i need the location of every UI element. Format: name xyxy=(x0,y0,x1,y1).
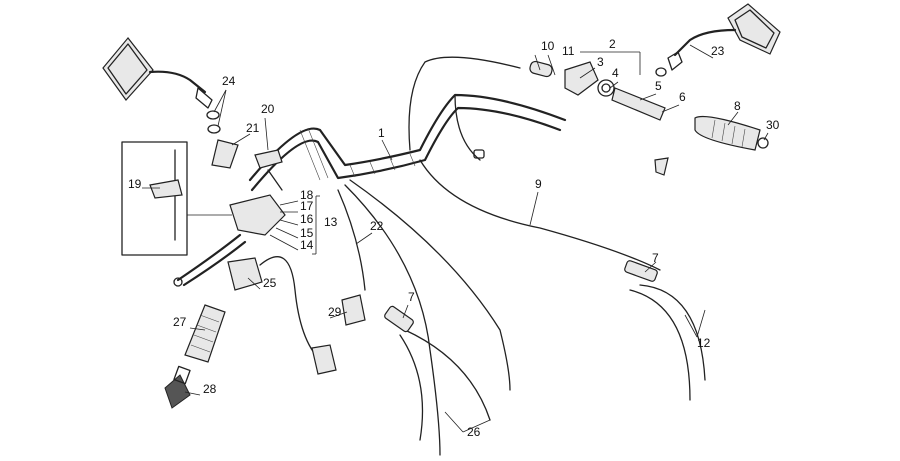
callout-c21: 21 xyxy=(246,121,260,135)
callout-c16: 16 xyxy=(300,212,314,226)
callout-c29: 29 xyxy=(328,305,342,319)
callout-c15: 15 xyxy=(300,226,314,240)
callout-c28: 28 xyxy=(203,382,217,396)
callout-c13: 13 xyxy=(324,215,338,229)
callout-c25: 25 xyxy=(263,276,277,290)
callout-c23: 23 xyxy=(711,44,725,58)
callout-c22: 22 xyxy=(370,219,384,233)
left-grip xyxy=(164,304,226,409)
cables xyxy=(254,56,706,456)
callout-c20: 20 xyxy=(261,102,275,116)
left-mirror xyxy=(102,37,221,134)
callout-c2: 2 xyxy=(609,37,616,51)
callout-c27: 27 xyxy=(173,315,187,329)
callout-c8: 8 xyxy=(734,99,741,113)
callout-c4: 4 xyxy=(612,66,619,80)
callout-c30: 30 xyxy=(766,118,780,132)
callout-c17: 17 xyxy=(300,199,314,213)
callout-c14: 14 xyxy=(300,238,314,252)
throttle-assembly xyxy=(529,60,769,176)
handlebar xyxy=(248,93,567,192)
callout-c7a: 7 xyxy=(652,251,659,265)
callout-c1: 1 xyxy=(378,126,385,140)
callout-c7b: 7 xyxy=(408,290,415,304)
callout-c11: 11 xyxy=(562,44,575,58)
callout-c26: 26 xyxy=(467,425,481,439)
callout-c6: 6 xyxy=(679,90,686,104)
callout-c12: 12 xyxy=(697,336,711,350)
clutch-lever-assembly xyxy=(121,139,286,291)
callout-c9: 9 xyxy=(535,177,542,191)
callout-c3: 3 xyxy=(597,55,604,69)
leader-lines xyxy=(142,44,769,433)
callout-c18: 18 xyxy=(300,188,314,202)
callout-c5: 5 xyxy=(655,79,662,93)
callout-c24: 24 xyxy=(222,74,236,88)
right-mirror xyxy=(655,3,781,77)
callout-c19: 19 xyxy=(128,177,142,191)
callout-c10: 10 xyxy=(541,39,555,53)
